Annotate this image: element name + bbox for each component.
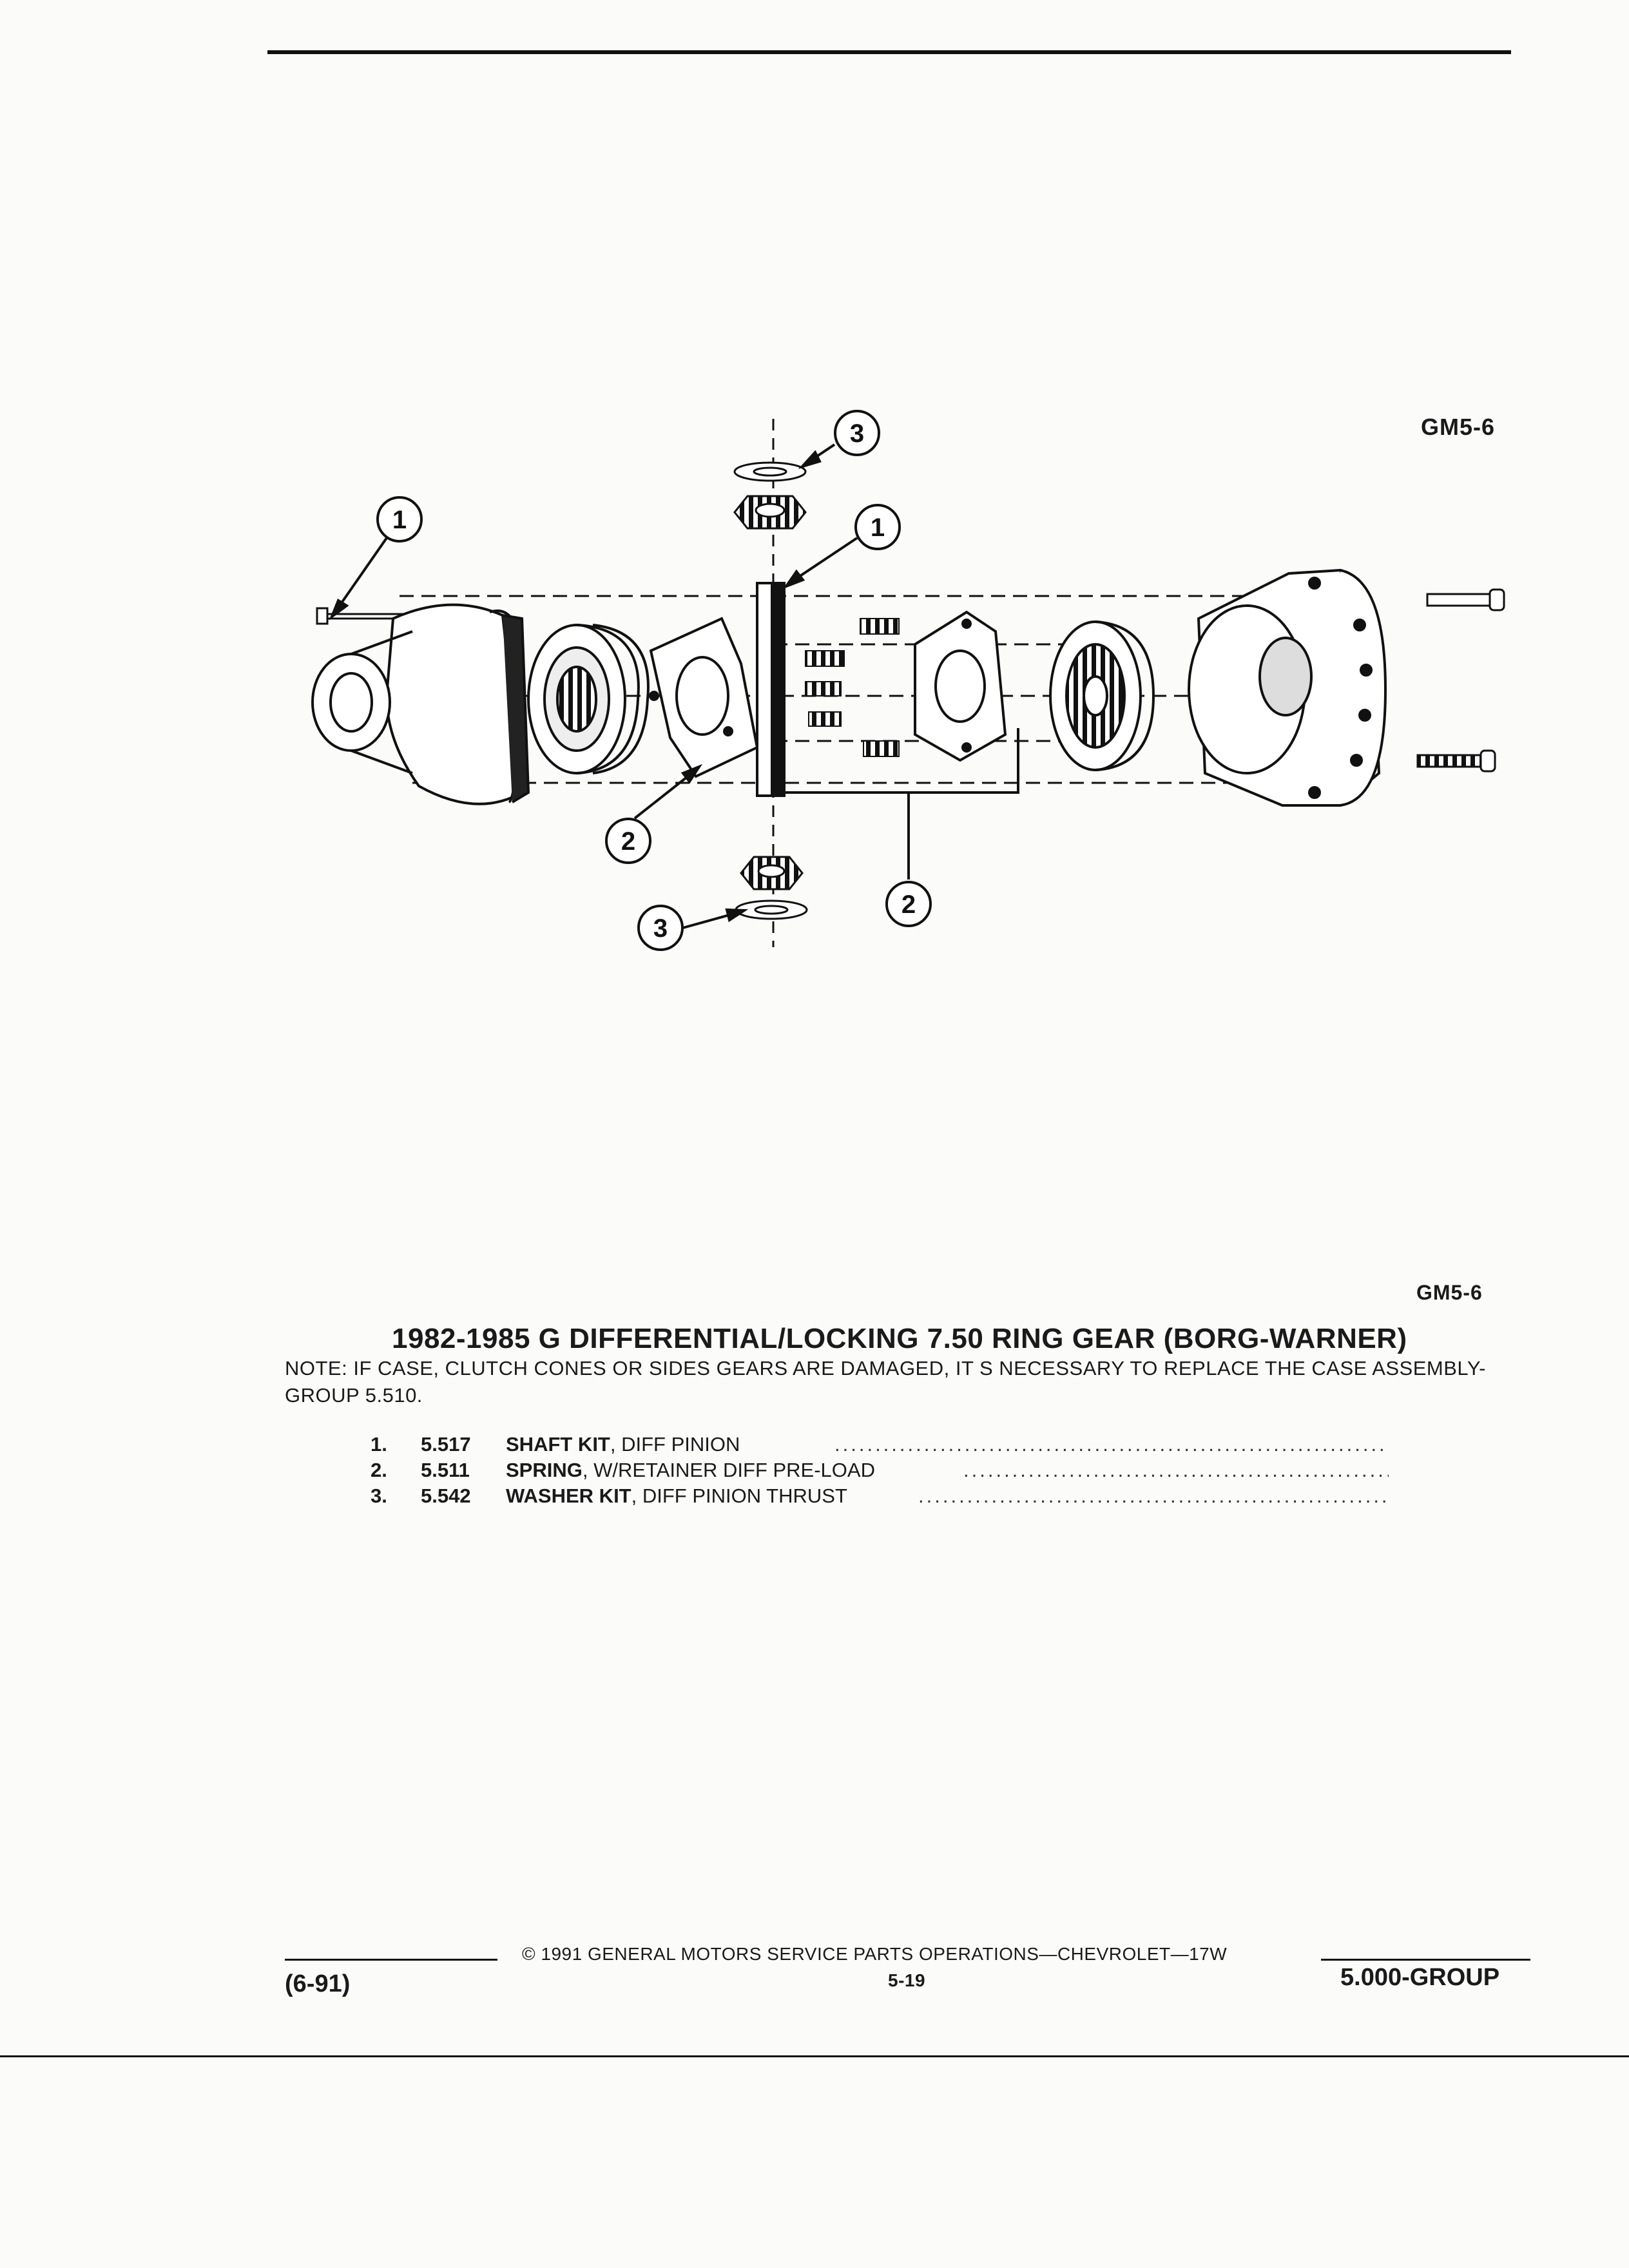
header-rule	[267, 50, 1511, 54]
clutch-cone-right	[1049, 620, 1155, 771]
leader-dots: ........................................…	[963, 1459, 1389, 1481]
callout-3-bottom-label: 3	[653, 914, 668, 943]
callout-3-bottom	[637, 905, 684, 951]
figure-code-bottom: GM5-6	[1416, 1281, 1483, 1304]
bolt-right-top	[1426, 588, 1505, 611]
callout-3-top-label: 3	[850, 419, 864, 448]
footer-rule-left	[285, 1959, 497, 1961]
callout-2-right	[885, 881, 932, 927]
part-description: , W/RETAINER DIFF PRE-LOAD	[582, 1459, 875, 1481]
bottom-rule	[0, 2055, 1629, 2057]
leader-dots: ........................................…	[834, 1433, 1389, 1456]
footer-rule-right	[1321, 1959, 1530, 1961]
callout-2-right-label: 2	[901, 890, 916, 919]
part-name: WASHER KIT	[506, 1485, 631, 1507]
bolt-right-bottom	[1416, 749, 1496, 773]
case-right-half	[1188, 568, 1387, 807]
spring-plate-right	[914, 610, 1007, 762]
pinion-gear-top	[733, 461, 807, 530]
callout-1-left	[376, 496, 423, 543]
part-code: 5.542	[421, 1485, 471, 1507]
part-number: 3.	[371, 1485, 387, 1507]
callout-1-right-label: 1	[871, 514, 885, 542]
case-left-half	[311, 603, 530, 805]
revision-date: (6-91)	[285, 1970, 351, 1997]
figure-code-top: GM5-6	[1421, 414, 1496, 440]
springs	[805, 618, 900, 757]
list-item: 2. 5.511 SPRING, W/RETAINER DIFF PRE-LOA…	[371, 1457, 1389, 1483]
clutch-cone-left	[527, 624, 650, 774]
list-item: 3. 5.542 WASHER KIT, DIFF PINION THRUST …	[371, 1483, 1389, 1509]
callout-2-left-label: 2	[621, 827, 635, 856]
spring-group-bracket	[778, 728, 1019, 794]
leader-dots: ........................................…	[918, 1485, 1389, 1507]
page-number: 5-19	[888, 1970, 926, 1990]
callout-2-left	[605, 818, 651, 864]
pinion-gear-bottom	[735, 856, 808, 920]
callout-3-top	[834, 410, 880, 456]
callout-1-right	[854, 504, 901, 550]
spring-plate-left	[649, 617, 759, 778]
callout-1-left-label: 1	[392, 506, 407, 534]
list-item: 1. 5.517 SHAFT KIT, DIFF PINION ........…	[371, 1432, 1389, 1457]
part-name: SPRING	[506, 1459, 583, 1481]
part-description: , DIFF PINION	[610, 1433, 740, 1456]
group-number: 5.000-GROUP	[1340, 1964, 1500, 1991]
copyright-text: © 1991 GENERAL MOTORS SERVICE PARTS OPER…	[522, 1944, 1228, 1964]
differential-exploded-diagram: 3 1 1 2 2 3	[311, 410, 1505, 951]
note-text: NOTE: IF CASE, CLUTCH CONES OR SIDES GEA…	[285, 1357, 1486, 1407]
part-name: SHAFT KIT	[506, 1433, 610, 1456]
part-number: 1.	[371, 1433, 387, 1456]
part-number: 2.	[371, 1459, 387, 1481]
part-code: 5.517	[421, 1433, 471, 1456]
parts-list: 1. 5.517 SHAFT KIT, DIFF PINION ........…	[371, 1432, 1389, 1515]
part-description: , DIFF PINION THRUST	[631, 1485, 847, 1507]
part-code: 5.511	[421, 1459, 470, 1481]
page-title: 1982-1985 G DIFFERENTIAL/LOCKING 7.50 RI…	[392, 1323, 1407, 1354]
